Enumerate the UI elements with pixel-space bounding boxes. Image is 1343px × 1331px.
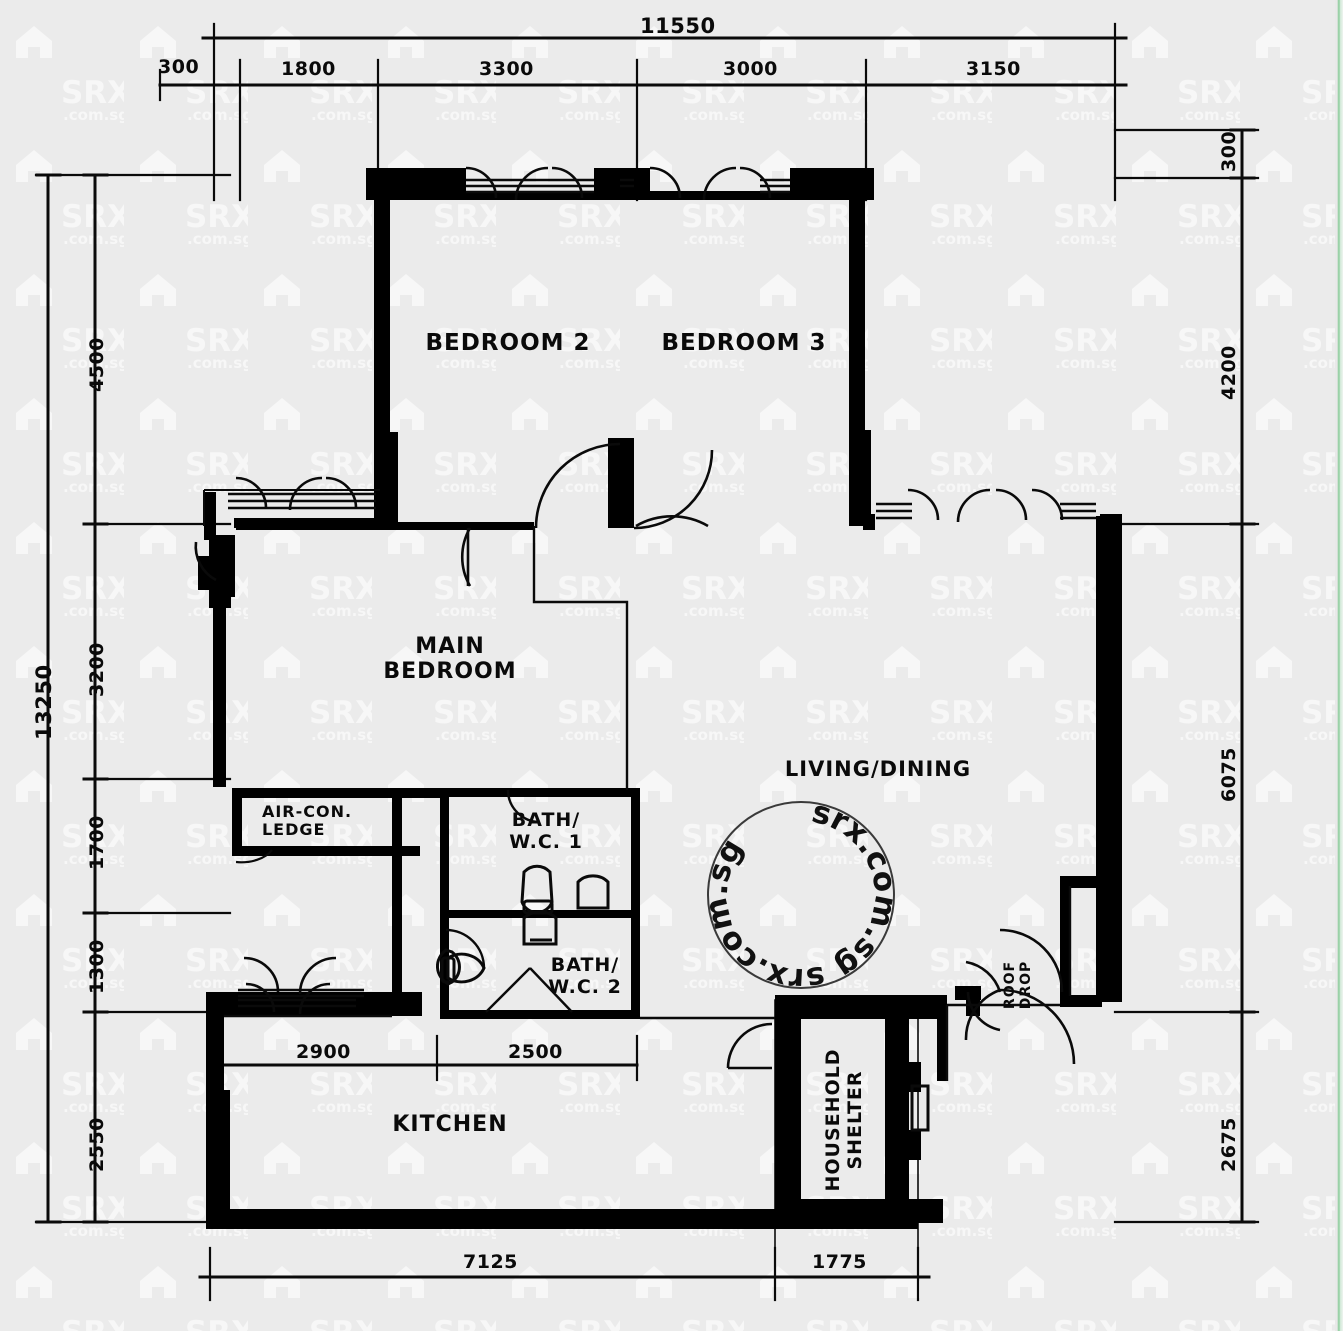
dim-bottom-7125: 7125 — [463, 1251, 518, 1273]
room-label-main-bedroom: MAIN BEDROOM — [383, 634, 517, 685]
dim-left-3200: 3200 — [86, 642, 108, 697]
dim-top-3150: 3150 — [966, 58, 1021, 80]
svg-text:srx.com.sg srx.com.sg: srx.com.sg srx.com.sg — [704, 798, 898, 992]
dim-top-3000: 3000 — [723, 58, 778, 80]
dim-right-6075: 6075 — [1218, 747, 1240, 802]
room-label-roof-drop: ROOF DROP — [1001, 960, 1034, 1010]
dim-right-4200: 4200 — [1218, 345, 1240, 400]
room-label-aircon-ledge: AIR-CON. LEDGE — [261, 802, 353, 840]
dim-inner-2500: 2500 — [508, 1041, 563, 1063]
room-label-bedroom-2: BEDROOM 2 — [425, 330, 591, 356]
room-label-bedroom-3: BEDROOM 3 — [661, 330, 827, 356]
dim-left-1700: 1700 — [86, 815, 108, 870]
seal-text: srx.com.sg srx.com.sg — [704, 798, 898, 992]
dim-right-300: 300 — [1218, 130, 1240, 172]
srx-circular-seal: srx.com.sg srx.com.sg — [704, 798, 898, 992]
room-label-household-shelter: HOUSEHOLD SHELTER — [822, 1048, 866, 1192]
dim-top-300: 300 — [158, 56, 200, 78]
room-label-living-dining: LIVING/DINING — [784, 757, 972, 781]
dim-top-3300: 3300 — [479, 58, 534, 80]
dim-left-4500: 4500 — [86, 337, 108, 392]
dim-left-overall: 13250 — [32, 664, 56, 740]
room-label-bath-wc-1: BATH/ W.C. 1 — [509, 809, 583, 853]
dim-inner-2900: 2900 — [296, 1041, 351, 1063]
dim-right-2675: 2675 — [1218, 1117, 1240, 1172]
dim-top-1800: 1800 — [281, 58, 336, 80]
right-edge-accent — [1335, 0, 1343, 1331]
dim-left-2550: 2550 — [86, 1117, 108, 1172]
dim-top-overall: 11550 — [640, 14, 716, 38]
dim-left-1300: 1300 — [86, 939, 108, 994]
dim-bottom-1775: 1775 — [812, 1251, 867, 1273]
room-label-kitchen: KITCHEN — [392, 1112, 508, 1137]
room-label-bath-wc-2: BATH/ W.C. 2 — [548, 954, 622, 998]
